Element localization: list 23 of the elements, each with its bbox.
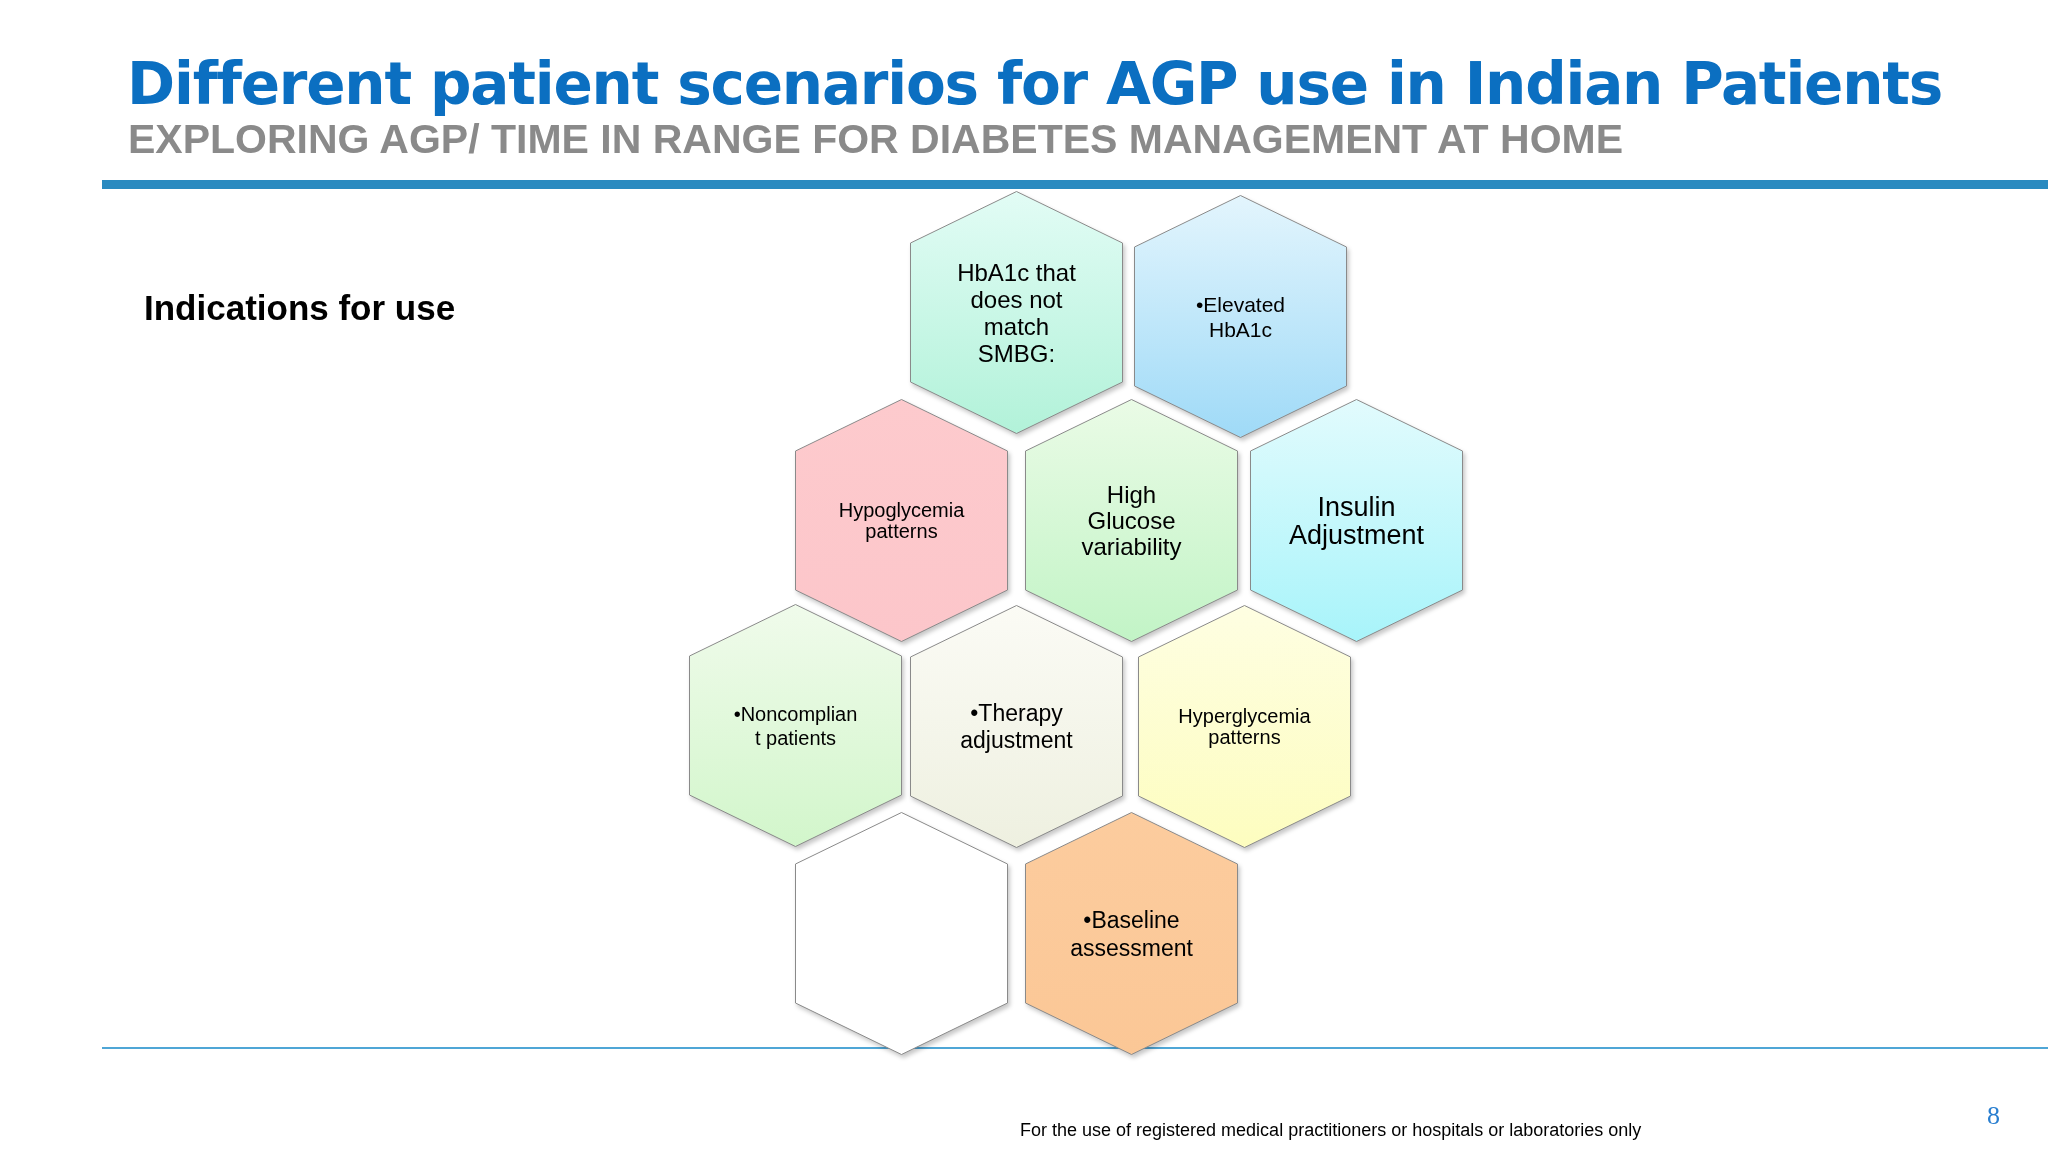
- footer-note: For the use of registered medical practitioners or hospitals or laboratories only: [1020, 1121, 1642, 1139]
- hexagon-label: Hypoglycemia patterns: [837, 499, 966, 542]
- hexagon-tile: [1025, 399, 1238, 642]
- hexagon-tile: [689, 604, 902, 847]
- subtitle: EXPLORING AGP/ TIME IN RANGE FOR DIABETES MANAGEMENT AT HOME: [128, 119, 1624, 160]
- empty-hexagon: [795, 812, 1008, 1055]
- hexagon-tile: [910, 191, 1123, 434]
- hexagon-label: High Glucose variability: [1080, 481, 1183, 560]
- hexagon-tile: [1134, 195, 1347, 438]
- hexagon-tile: [1250, 399, 1463, 642]
- hexagon-label: Hyperglycemia patterns: [1177, 705, 1312, 748]
- hexagon-label: •Noncompliant patients: [732, 701, 859, 750]
- hexagon-label: •Elevated HbA1c: [1194, 291, 1287, 342]
- hexagon-label: •Therapy adjustment: [959, 699, 1074, 754]
- page-number: 8: [1987, 1103, 2000, 1129]
- hexagon-tile: [1025, 812, 1238, 1055]
- hexagon-label: HbA1c that does not match SMBG:: [956, 258, 1077, 367]
- section-heading: Indications for use: [144, 290, 456, 325]
- hexagon-tile: [795, 399, 1008, 642]
- hexagon-tile: [910, 605, 1123, 848]
- hexagon-label: •Baseline assessment: [1069, 905, 1194, 962]
- hexagon-label: Insulin Adjustment: [1287, 492, 1426, 549]
- hexagon-tile: [1138, 605, 1351, 848]
